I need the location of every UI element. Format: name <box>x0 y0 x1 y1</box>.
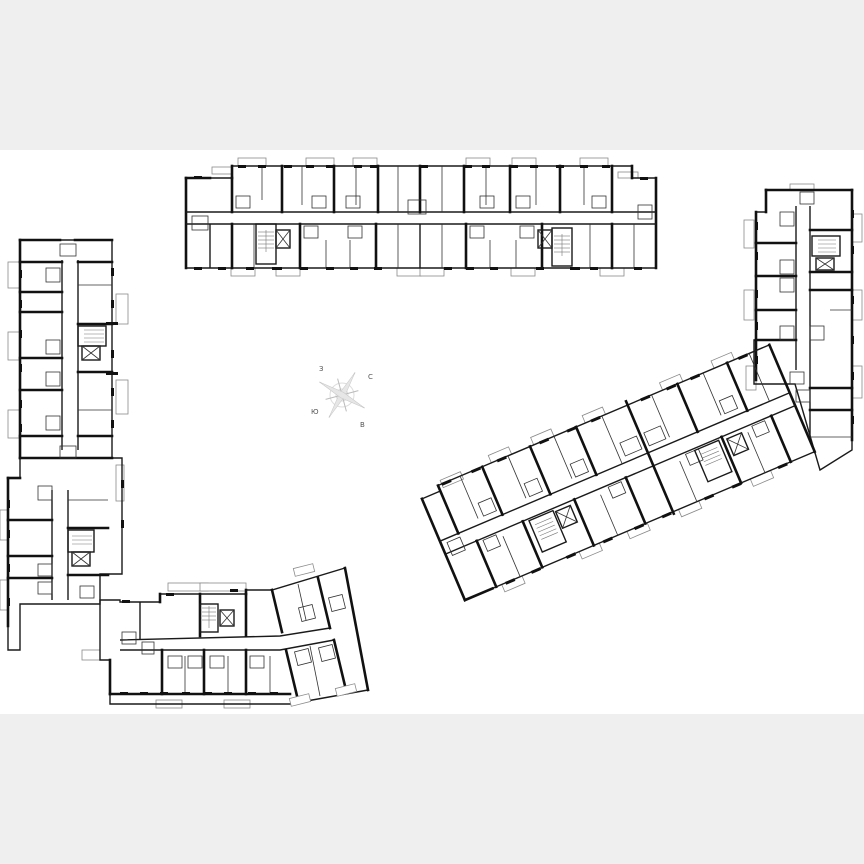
wing-right <box>743 183 863 472</box>
compass-south-label: Ю <box>311 408 319 416</box>
wing-diagonal <box>420 343 817 602</box>
compass-east-label: В <box>360 421 365 429</box>
compass-west-label: З <box>319 365 324 373</box>
wing-bottom-left <box>81 563 370 709</box>
compass-rose <box>319 372 365 418</box>
wing-top-block <box>184 157 658 277</box>
compass-north-label: С <box>368 373 373 381</box>
drawing-sheet <box>0 150 864 714</box>
wing-left <box>0 238 129 651</box>
